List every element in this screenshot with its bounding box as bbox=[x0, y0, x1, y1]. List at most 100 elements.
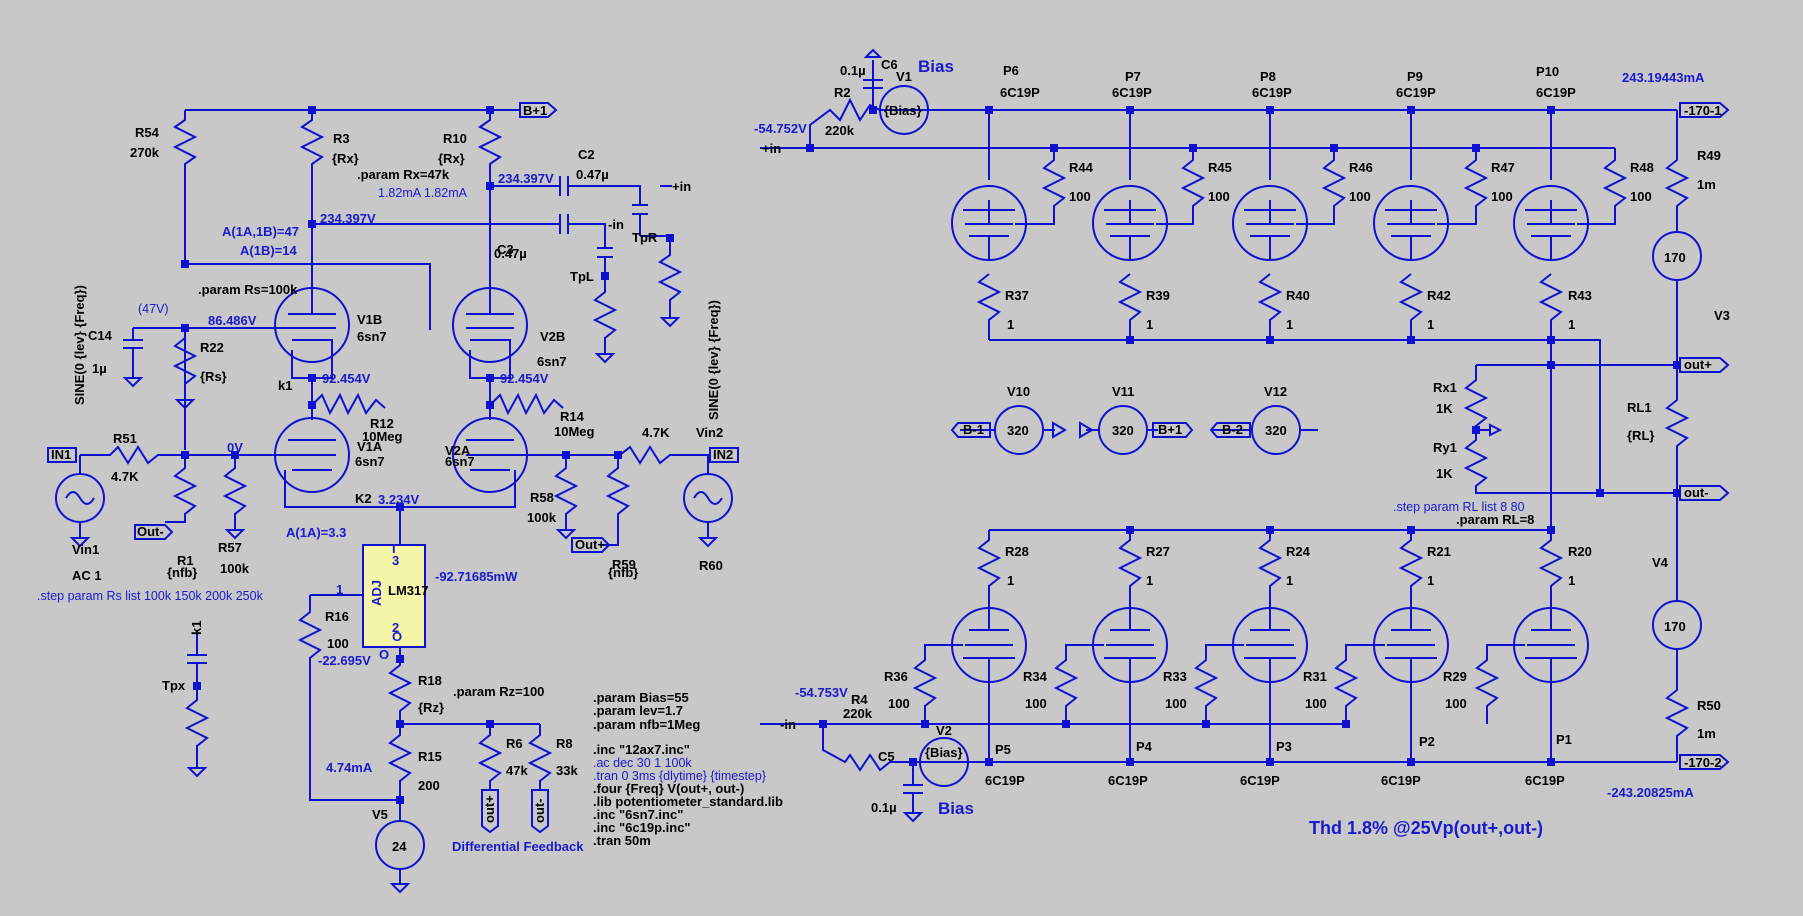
current-243-top: 243.19443mA bbox=[1622, 70, 1705, 85]
r48-value: 100 bbox=[1630, 189, 1652, 204]
p5-label: P5 bbox=[995, 742, 1011, 757]
tpl-label: TpL bbox=[570, 269, 594, 284]
r6-label: R6 bbox=[506, 736, 523, 751]
dir-inc-6c19p: .inc "6c19p.inc" bbox=[593, 820, 691, 835]
k2-label: K2 bbox=[355, 491, 372, 506]
rx1-label: Rx1 bbox=[1433, 380, 1457, 395]
p3-type: 6C19P bbox=[1240, 773, 1280, 788]
v10-label: V10 bbox=[1007, 384, 1030, 399]
r40-value: 1 bbox=[1286, 317, 1293, 332]
bottom-tube-row bbox=[760, 529, 1589, 762]
in1-flag: IN1 bbox=[51, 447, 71, 462]
dir-ac: .ac dec 30 1 100k bbox=[593, 756, 692, 770]
r47-value: 100 bbox=[1491, 189, 1513, 204]
step-rs: .step param Rs list 100k 150k 200k 250k bbox=[37, 589, 264, 603]
r39-value: 1 bbox=[1146, 317, 1153, 332]
c2-value: 0.47µ bbox=[576, 167, 609, 182]
v1a-label: V1A bbox=[357, 439, 383, 454]
v10-value: 320 bbox=[1007, 423, 1029, 438]
k1-label: k1 bbox=[278, 378, 292, 393]
pin-o: O bbox=[392, 629, 402, 644]
r16-value: 100 bbox=[327, 636, 349, 651]
v5-label: V5 bbox=[372, 807, 388, 822]
r4-value: 220k bbox=[843, 706, 873, 721]
voltage-92-b: 92.454V bbox=[500, 371, 549, 386]
dir-lev: .param lev=1.7 bbox=[593, 703, 683, 718]
dir-lib: .lib potentiometer_standard.lib bbox=[593, 794, 783, 809]
r37-label: R37 bbox=[1005, 288, 1029, 303]
r12-label: R12 bbox=[370, 416, 394, 431]
p5-type: 6C19P bbox=[985, 773, 1025, 788]
right-section: C6 0.1µ Bias V1 {Bias} R2 220k -54.752V … bbox=[754, 48, 1730, 838]
r37-value: 1 bbox=[1007, 317, 1014, 332]
r21-value: 1 bbox=[1427, 573, 1434, 588]
rl1-value: {RL} bbox=[1627, 428, 1654, 443]
voltage-54753: -54.753V bbox=[795, 685, 848, 700]
v12-label: V12 bbox=[1264, 384, 1287, 399]
param-rx: .param Rx=47k bbox=[357, 167, 450, 182]
r22-label: R22 bbox=[200, 340, 224, 355]
c3-value: 0.47µ bbox=[494, 246, 527, 261]
dir-tran: .tran 0 3ms {dlytime} {timestep} bbox=[593, 769, 766, 783]
p2-type: 6C19P bbox=[1381, 773, 1421, 788]
r14-label: R14 bbox=[560, 409, 585, 424]
out-minus-flag: Out- bbox=[137, 524, 164, 539]
vin2-label: Vin2 bbox=[696, 425, 723, 440]
b-plus-1-flag: B+1 bbox=[523, 103, 547, 118]
r47-label: R47 bbox=[1491, 160, 1515, 175]
r33-value: 100 bbox=[1165, 696, 1187, 711]
r3-label: R3 bbox=[333, 131, 350, 146]
r24-label: R24 bbox=[1286, 544, 1311, 559]
param-rz: .param Rz=100 bbox=[453, 684, 544, 699]
c6-label: C6 bbox=[881, 57, 898, 72]
thd-note: Thd 1.8% @25Vp(out+,out-) bbox=[1309, 818, 1543, 838]
plus-in-label: +in bbox=[672, 179, 691, 194]
r45-label: R45 bbox=[1208, 160, 1232, 175]
r46-label: R46 bbox=[1349, 160, 1373, 175]
r21-label: R21 bbox=[1427, 544, 1451, 559]
r50-value: 1m bbox=[1697, 726, 1716, 741]
dir-nfb: .param nfb=1Meg bbox=[593, 717, 700, 732]
voltage-22695: -22.695V bbox=[318, 653, 371, 668]
p9-label: P9 bbox=[1407, 69, 1423, 84]
param-rl: .param RL=8 bbox=[1456, 512, 1534, 527]
voltage-54752: -54.752V bbox=[754, 121, 807, 136]
r54-label: R54 bbox=[135, 125, 160, 140]
node-o: O bbox=[379, 647, 389, 662]
differential-feedback: Differential Feedback bbox=[452, 839, 584, 854]
r58-label: R58 bbox=[530, 490, 554, 505]
r44-value: 100 bbox=[1069, 189, 1091, 204]
r51-label: R51 bbox=[113, 431, 137, 446]
ry1-label: Ry1 bbox=[1433, 440, 1457, 455]
c5-label: C5 bbox=[878, 749, 895, 764]
v11-value: 320 bbox=[1112, 423, 1134, 438]
c14-value: 1µ bbox=[92, 361, 107, 376]
lm317-label: LM317 bbox=[388, 583, 428, 598]
param-rs: .param Rs=100k bbox=[198, 282, 298, 297]
c5-value: 0.1µ bbox=[871, 800, 897, 815]
c14-label: C14 bbox=[88, 328, 113, 343]
current-243-bottom: -243.20825mA bbox=[1607, 785, 1694, 800]
c3-label: C3 bbox=[497, 242, 514, 257]
plus-in-right: +in bbox=[762, 141, 781, 156]
in2-flag: IN2 bbox=[713, 447, 733, 462]
r36-value: 100 bbox=[888, 696, 910, 711]
v2-label: V2 bbox=[936, 723, 952, 738]
sine-vin2: SINE(0 {lev} {Freq}) bbox=[706, 300, 721, 420]
gain-a1a: A(1A)=3.3 bbox=[286, 525, 346, 540]
pin-i: I bbox=[392, 541, 396, 556]
b-minus-1-flag: B-1 bbox=[963, 422, 984, 437]
r51-value: 4.7K bbox=[111, 469, 139, 484]
n170-2-flag: -170-2 bbox=[1684, 755, 1722, 770]
minus-in-right: -in bbox=[780, 717, 796, 732]
step-rl: .step param RL list 8 80 bbox=[1393, 500, 1525, 514]
v4-label: V4 bbox=[1652, 555, 1669, 570]
v4-value: 170 bbox=[1664, 619, 1686, 634]
p7-type: 6C19P bbox=[1112, 85, 1152, 100]
r42-value: 1 bbox=[1427, 317, 1434, 332]
v11-label: V11 bbox=[1112, 384, 1134, 399]
power-lm317: -92.71685mW bbox=[435, 569, 518, 584]
r28-value: 1 bbox=[1007, 573, 1014, 588]
tpr-label: TpR bbox=[632, 230, 658, 245]
r12-value: 10Meg bbox=[362, 429, 403, 444]
